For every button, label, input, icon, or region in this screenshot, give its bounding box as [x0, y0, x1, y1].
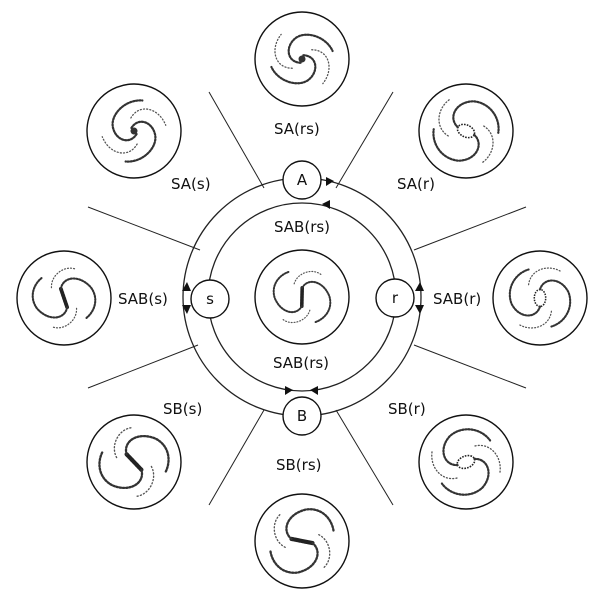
arrow-head [415, 305, 424, 314]
divider-line [335, 91, 394, 189]
arrow-head [310, 386, 318, 395]
label-sab-rs-top: SAB(rs) [274, 218, 330, 236]
galaxy-sab-r [492, 250, 588, 346]
divider-line [335, 409, 394, 506]
label-sa-r: SA(r) [397, 175, 435, 193]
divider-line [87, 344, 199, 389]
galaxy-sab-rs-center [254, 249, 350, 345]
label-sab-s: SAB(s) [118, 290, 168, 308]
arrow-head [322, 200, 330, 209]
label-sb-rs: SB(rs) [276, 456, 322, 474]
divider-lines [87, 91, 527, 506]
divider-line [87, 206, 201, 251]
divider-line [208, 91, 265, 189]
label-sb-r: SB(r) [388, 400, 426, 418]
label-sb-s: SB(s) [163, 400, 202, 418]
divider-line [413, 206, 527, 251]
node-a-label: A [297, 171, 308, 189]
label-sab-r: SAB(r) [433, 290, 481, 308]
node-b: B [282, 396, 322, 436]
arrow-head [326, 177, 334, 186]
galaxy-sb-rs [254, 493, 350, 589]
node-s-label: s [206, 290, 214, 308]
node-r-label: r [392, 289, 399, 307]
divider-line [208, 409, 265, 506]
arrow-head [415, 282, 424, 291]
node-r: r [375, 278, 415, 318]
galaxy-sab-s [16, 250, 112, 346]
galaxy-sa-rs [254, 11, 350, 107]
divider-line [413, 344, 527, 389]
arrow-head [285, 386, 293, 395]
arrow-head [182, 305, 191, 314]
galaxy-sb-r [418, 414, 514, 510]
node-b-label: B [297, 407, 307, 425]
label-sa-rs: SA(rs) [274, 120, 320, 138]
label-sab-rs-bottom: SAB(rs) [273, 354, 329, 372]
label-sa-s: SA(s) [171, 175, 211, 193]
galaxy-sb-s [86, 414, 182, 510]
galaxy-sa-s [86, 83, 182, 179]
node-a: A [282, 160, 322, 200]
node-s: s [190, 279, 230, 319]
arrow-head [182, 282, 191, 291]
transition-arrows [182, 177, 424, 395]
galaxy-sa-r [418, 83, 514, 179]
